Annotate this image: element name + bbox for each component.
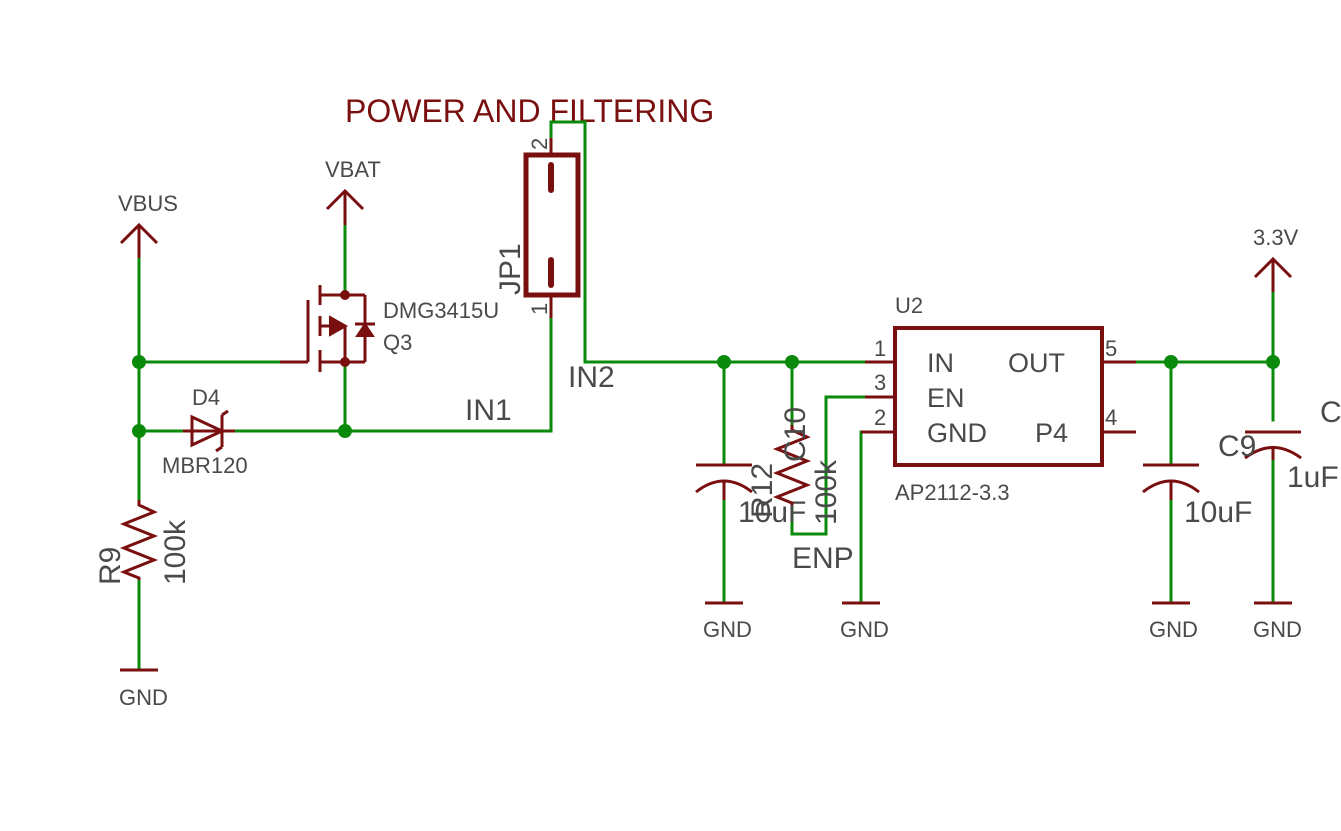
- jp1-pin2-label: 2: [527, 138, 552, 150]
- net-label-enp: ENP: [792, 542, 854, 575]
- d4-part-label: MBR120: [162, 453, 248, 478]
- vbat-label: VBAT: [325, 157, 381, 182]
- vbat-symbol: VBAT: [325, 157, 381, 225]
- gnd-symbol-c8: GND: [1149, 601, 1198, 642]
- gnd-symbol-c9: GND: [1253, 601, 1302, 642]
- c9-ref-label: C9: [1218, 430, 1256, 463]
- u2-pin-num-5: 5: [1105, 336, 1117, 361]
- c10-ref-label: C10: [779, 407, 812, 462]
- u2-pin-out-label: OUT: [1008, 348, 1065, 378]
- c10-value-label: 10uF: [738, 496, 806, 529]
- gnd-label: GND: [1253, 617, 1302, 642]
- c9-capacitor: C9 1uF C: [1218, 396, 1341, 494]
- d4-ref-label: D4: [192, 385, 220, 410]
- vbus-symbol: VBUS: [118, 191, 178, 258]
- jp1-ref-label: JP1: [494, 243, 527, 295]
- r12-value-label: 100k: [810, 459, 843, 525]
- wires: [137, 120, 1275, 670]
- net-label-in2: IN2: [568, 361, 615, 394]
- r9-value-label: 100k: [159, 519, 192, 585]
- u2-pin-num-4: 4: [1105, 405, 1117, 430]
- gnd-label: GND: [840, 617, 889, 642]
- u2-pin-in-label: IN: [927, 348, 954, 378]
- c9-value-label: 1uF: [1287, 461, 1339, 494]
- gnd-label: GND: [703, 617, 752, 642]
- c8-capacitor: 10uF: [1142, 463, 1252, 529]
- d4-diode: D4 MBR120: [162, 385, 248, 478]
- net-label-in1: IN1: [465, 394, 512, 427]
- v33-label: 3.3V: [1253, 225, 1299, 250]
- gnd-symbol-u2: GND: [840, 601, 889, 642]
- q3-ref-label: Q3: [383, 330, 412, 355]
- q3-mosfet: DMG3415U Q3: [280, 285, 499, 372]
- u2-pin-num-3: 3: [874, 370, 886, 395]
- gnd-label: GND: [119, 685, 168, 710]
- gnd-symbol-c10: GND: [703, 601, 752, 642]
- vbus-label: VBUS: [118, 191, 178, 216]
- u2-pin-num-2: 2: [874, 405, 886, 430]
- v33-symbol: 3.3V: [1253, 225, 1299, 292]
- r12-resistor: R12 100k C10: [746, 407, 843, 525]
- q3-part-label: DMG3415U: [383, 298, 499, 323]
- u2-pin-p4-label: P4: [1035, 418, 1068, 448]
- u2-pin-gnd-label: GND: [927, 418, 987, 448]
- u2-part-label: AP2112-3.3: [895, 480, 1010, 505]
- gnd-label: GND: [1149, 617, 1198, 642]
- r9-ref-label: R9: [94, 547, 127, 585]
- schematic-title: POWER AND FILTERING: [345, 93, 714, 129]
- jp1-pin1-label: 1: [527, 303, 552, 315]
- r12-ref-label: R12: [746, 463, 779, 518]
- junction-dots: [132, 355, 1280, 438]
- c9-ref-partial-label: C: [1320, 396, 1341, 429]
- gnd-symbol-r9: GND: [119, 668, 168, 710]
- r9-resistor: R9 100k: [94, 500, 192, 585]
- u2-pin-en-label: EN: [927, 383, 965, 413]
- u2-pin-num-1: 1: [874, 336, 886, 361]
- u2-regulator: U2 AP2112-3.3 IN EN GND OUT P4 1 3 2 5 4: [861, 293, 1136, 505]
- u2-ref-label: U2: [895, 293, 923, 318]
- jp1-jumper: JP1 2 1: [494, 138, 581, 318]
- c8-value-label: 10uF: [1184, 496, 1252, 529]
- c10-capacitor: 10uF: [695, 463, 806, 529]
